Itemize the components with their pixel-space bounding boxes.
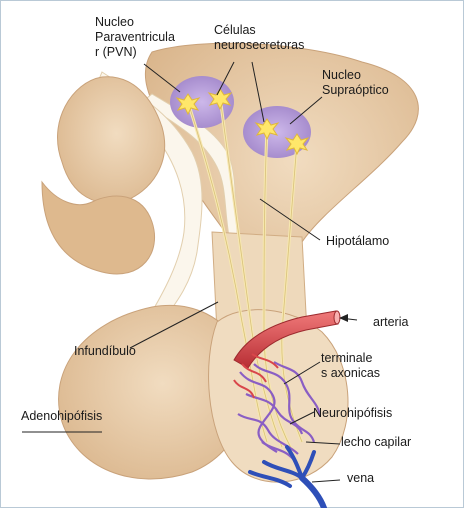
- label-supraoptic-nucleus: Nucleo Supraóptico: [322, 68, 389, 98]
- label-capillary-bed: lecho capilar: [341, 435, 411, 450]
- left-fold-tissue: [58, 77, 165, 203]
- label-neurohypophysis: Neurohipófisis: [313, 406, 392, 421]
- supraoptic-nucleus: [243, 106, 311, 158]
- label-axon-terminals: terminale s axonicas: [321, 351, 380, 381]
- label-neurosecretory-cells: Células neurosecretoras: [214, 23, 304, 53]
- artery-opening: [334, 311, 340, 324]
- label-vein: vena: [347, 471, 374, 486]
- label-hypothalamus: Hipotálamo: [326, 234, 389, 249]
- label-adenohypophysis: Adenohipófisis: [21, 409, 102, 424]
- artery-arrow-head: [339, 314, 348, 322]
- label-infundibulum: Infundíbulo: [74, 344, 136, 359]
- label-paraventricular-nucleus: Nucleo Paraventricula r (PVN): [95, 15, 175, 60]
- label-artery: arteria: [373, 315, 408, 330]
